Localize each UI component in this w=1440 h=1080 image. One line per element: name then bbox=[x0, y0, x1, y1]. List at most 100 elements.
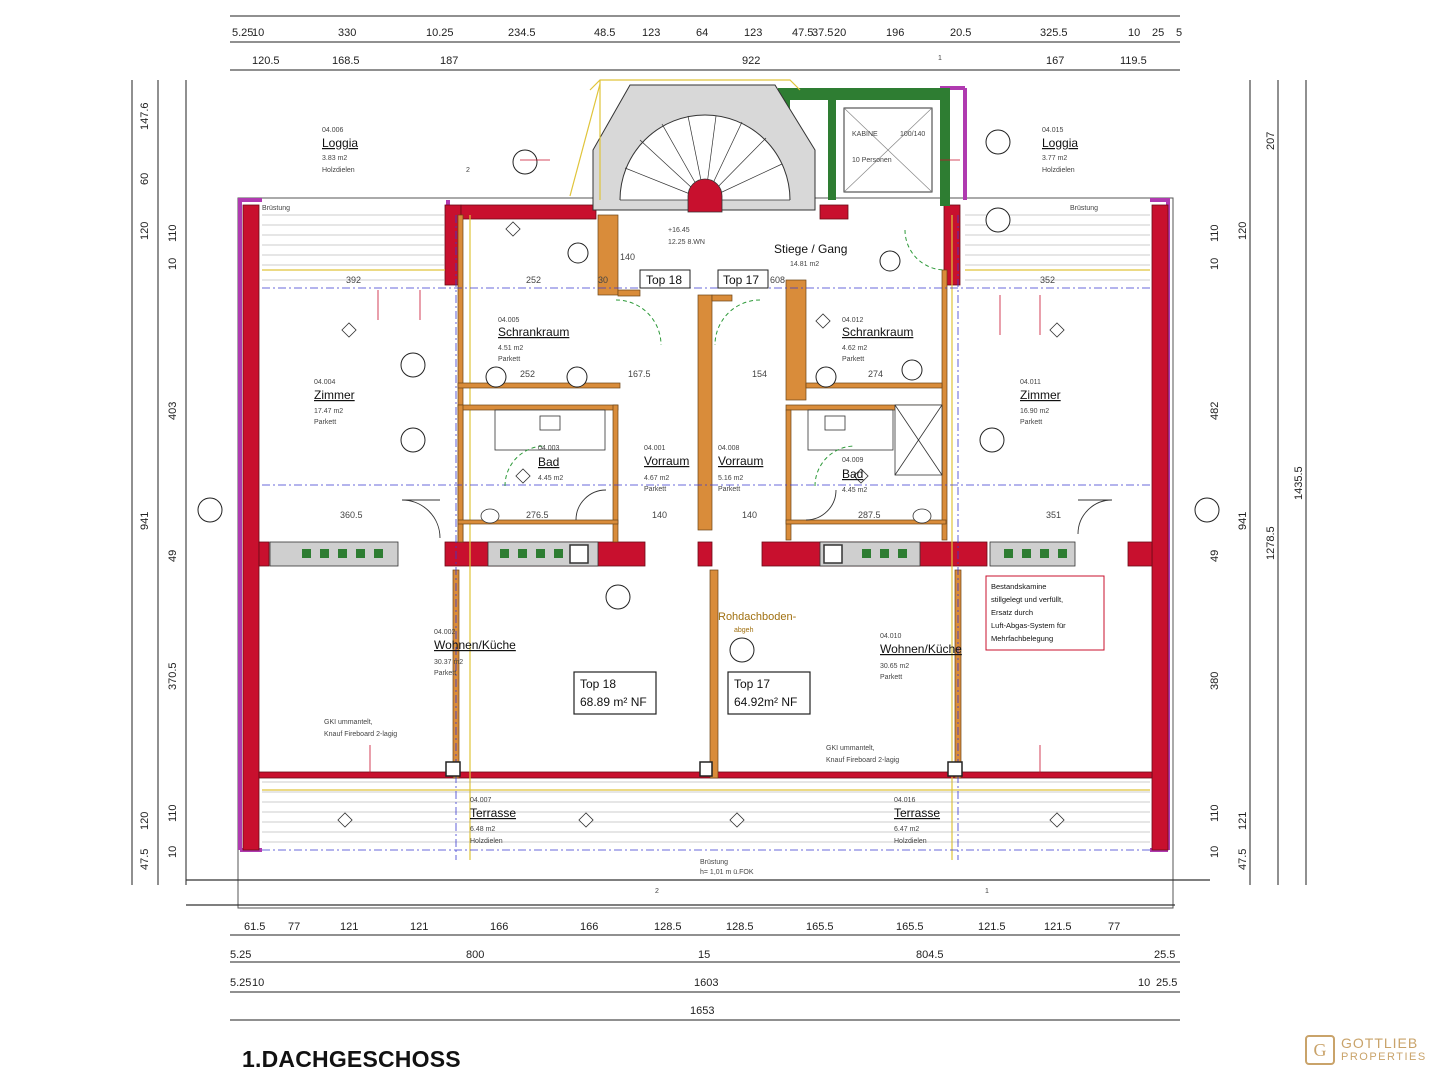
svg-text:Top 18: Top 18 bbox=[646, 273, 682, 287]
yellow-lines bbox=[262, 79, 1150, 860]
svg-text:274: 274 bbox=[868, 369, 883, 379]
room-loggia-left: 04.006 Loggia 3.83 m2 Holzdielen bbox=[322, 127, 358, 174]
svg-text:17.47 m2: 17.47 m2 bbox=[314, 408, 343, 415]
spiral-stair bbox=[592, 84, 816, 213]
svg-text:04.004: 04.004 bbox=[314, 379, 336, 386]
dim-label: 128.5 bbox=[726, 921, 754, 933]
gk-left-label2: Knauf Fireboard 2-lagig bbox=[324, 731, 397, 738]
dim-label: 147.6 bbox=[139, 102, 151, 130]
svg-text:Vorraum: Vorraum bbox=[644, 454, 689, 468]
chimneys bbox=[269, 541, 1076, 567]
unit-top18: Top 18 68.89 m² NF bbox=[573, 671, 657, 715]
dim-label: 49 bbox=[1209, 550, 1221, 562]
svg-text:Wohnen/Küche: Wohnen/Küche bbox=[434, 638, 516, 652]
rohdach-label: Rohdachboden- bbox=[718, 611, 797, 623]
dim-label: 123 bbox=[744, 27, 762, 39]
room-schrankraum-left: 04.005 Schrankraum 4.51 m2 Parkett bbox=[498, 317, 569, 363]
logo-text: GOTTLIEB PROPERTIES bbox=[1341, 1036, 1427, 1064]
diamond-markers bbox=[337, 221, 1065, 828]
svg-text:Wohnen/Küche: Wohnen/Küche bbox=[880, 642, 962, 656]
svg-text:352: 352 bbox=[1040, 275, 1055, 285]
dim-label: 10 bbox=[1138, 977, 1150, 989]
svg-text:Holzdielen: Holzdielen bbox=[470, 838, 503, 845]
dim-label: 370.5 bbox=[167, 662, 179, 690]
svg-text:6.48 m2: 6.48 m2 bbox=[470, 826, 495, 833]
room-bad-right: 04.009 Bad 4.45 m2 bbox=[842, 457, 867, 494]
dim-label: 47.5 bbox=[139, 849, 151, 870]
dim-label: 121 bbox=[1237, 812, 1249, 830]
svg-text:4.45 m2: 4.45 m2 bbox=[538, 475, 563, 482]
dim-label: 168.5 bbox=[332, 55, 360, 67]
misc-annotations: Rohdachboden- abgeh GKI ummantelt, Knauf… bbox=[262, 55, 1098, 895]
section-marker-1-bottom: 1 bbox=[985, 888, 989, 895]
room-schrankraum-right: 04.012 Schrankraum 4.62 m2 Parkett bbox=[842, 317, 913, 363]
dim-label: 380 bbox=[1209, 672, 1221, 690]
svg-text:5.16 m2: 5.16 m2 bbox=[718, 475, 743, 482]
svg-text:351: 351 bbox=[1046, 510, 1061, 520]
gk-right-label2: Knauf Fireboard 2-lagig bbox=[826, 757, 899, 764]
dim-label: 15 bbox=[698, 949, 710, 961]
elevator-capacity: 10 Personen bbox=[852, 157, 892, 164]
dim-label: 187 bbox=[440, 55, 458, 67]
dim-label: 234.5 bbox=[508, 27, 536, 39]
svg-text:Parkett: Parkett bbox=[314, 419, 336, 426]
railing-label: Brüstung bbox=[700, 859, 728, 866]
loggia-railing-right: Brüstung bbox=[1070, 205, 1098, 212]
shaft-boxes bbox=[445, 761, 963, 777]
unit-top18-small: Top 18 bbox=[639, 269, 691, 289]
dim-label: 10 bbox=[167, 258, 179, 270]
dim-label: 1653 bbox=[690, 1005, 714, 1017]
dim-label: 121.5 bbox=[1044, 921, 1072, 933]
dim-label: 37.5 bbox=[812, 27, 833, 39]
svg-text:3.83 m2: 3.83 m2 bbox=[322, 155, 347, 162]
svg-text:Holzdielen: Holzdielen bbox=[322, 167, 355, 174]
svg-text:Zimmer: Zimmer bbox=[1020, 388, 1061, 402]
stair-level2: 12.25 8.WN bbox=[668, 239, 705, 246]
stair-labels: Stiege / Gang 14.81 m2 +16.45 12.25 8.WN… bbox=[668, 131, 925, 268]
dim-label: 10 bbox=[252, 27, 264, 39]
svg-text:252: 252 bbox=[526, 275, 541, 285]
svg-text:Parkett: Parkett bbox=[498, 356, 520, 363]
dim-label: 330 bbox=[338, 27, 356, 39]
svg-text:30.65 m2: 30.65 m2 bbox=[880, 663, 909, 670]
inner-dimensions: 392 352 252 30 252 140 274 360.5 276.5 1… bbox=[340, 252, 1061, 520]
dim-label: 25.5 bbox=[1154, 949, 1175, 961]
unit-boxes: Top 18 68.89 m² NF Top 17 64.92m² NF Top… bbox=[573, 269, 811, 715]
dim-label: 120 bbox=[139, 222, 151, 240]
dim-label: 123 bbox=[642, 27, 660, 39]
svg-text:4.62 m2: 4.62 m2 bbox=[842, 345, 867, 352]
svg-text:Parkett: Parkett bbox=[718, 486, 740, 493]
dim-label: 165.5 bbox=[806, 921, 834, 933]
company-logo: G GOTTLIEB PROPERTIES bbox=[1305, 1032, 1435, 1068]
svg-text:04.006: 04.006 bbox=[322, 127, 344, 134]
dim-label: 941 bbox=[139, 512, 151, 530]
room-bad-left: 04.003 Bad 4.45 m2 bbox=[538, 445, 563, 482]
dim-label: 25.5 bbox=[1156, 977, 1177, 989]
dim-label: 167 bbox=[1046, 55, 1064, 67]
svg-text:608: 608 bbox=[770, 275, 785, 285]
section-markers bbox=[197, 129, 1220, 663]
svg-text:3.77 m2: 3.77 m2 bbox=[1042, 155, 1067, 162]
dim-label: 121.5 bbox=[978, 921, 1006, 933]
svg-text:Zimmer: Zimmer bbox=[314, 388, 355, 402]
rohdach-label2: abgeh bbox=[734, 627, 754, 634]
svg-text:Bestandskamine: Bestandskamine bbox=[991, 582, 1046, 591]
unit-top17-small: Top 17 bbox=[717, 269, 769, 289]
dim-label: 941 bbox=[1237, 512, 1249, 530]
stair-name: Stiege / Gang bbox=[774, 242, 847, 256]
dim-label: 120 bbox=[1237, 222, 1249, 240]
railing-height: h= 1,01 m ü.FOK bbox=[700, 869, 754, 876]
room-vorraum-right: 04.008 Vorraum 5.16 m2 Parkett bbox=[718, 445, 763, 493]
svg-text:140: 140 bbox=[652, 510, 667, 520]
room-loggia-right: 04.015 Loggia 3.77 m2 Holzdielen bbox=[1042, 127, 1078, 174]
svg-text:Mehrfachbelegung: Mehrfachbelegung bbox=[991, 634, 1053, 643]
svg-text:04.005: 04.005 bbox=[498, 317, 520, 324]
svg-text:Schrankraum: Schrankraum bbox=[498, 325, 569, 339]
dim-label: 128.5 bbox=[654, 921, 682, 933]
room-zimmer-right: 04.011 Zimmer 16.90 m2 Parkett bbox=[1020, 379, 1061, 426]
interior-walls bbox=[452, 214, 962, 779]
dim-label: 196 bbox=[886, 27, 904, 39]
dim-label: 20 bbox=[834, 27, 846, 39]
room-wohnen-left: 04.002 Wohnen/Küche 30.37 m2 Parkett bbox=[434, 629, 516, 677]
stair-level: +16.45 bbox=[668, 227, 690, 234]
